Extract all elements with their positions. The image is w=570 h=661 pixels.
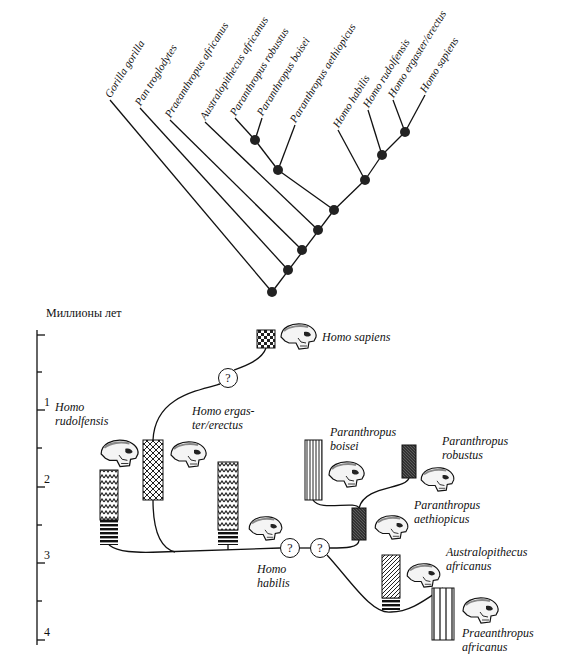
question-circle: ? — [280, 538, 300, 558]
species-label: Australopithecus africanus — [446, 545, 558, 573]
species-label: Homo sapiens — [322, 330, 390, 344]
axis-number: 4 — [44, 625, 50, 639]
axis-number: 2 — [44, 472, 50, 486]
species-label: Paranthropus boisei — [330, 425, 410, 453]
axis-number: 1 — [44, 395, 50, 409]
lineage-connector — [300, 548, 310, 549]
species-label: Praeanthropus africanus — [462, 626, 560, 654]
question-circle: ? — [310, 538, 330, 558]
question-circle: ? — [218, 368, 238, 388]
species-label: Homo rudolfensis — [55, 400, 127, 428]
taxon-label: Praeanthropus africanus — [162, 20, 231, 120]
species-label: Homo habilis — [257, 562, 305, 590]
skull-icons — [101, 324, 498, 623]
range-bars — [100, 330, 454, 640]
axis-number: 3 — [44, 548, 50, 562]
cladogram-lines — [110, 95, 425, 292]
question-mark: ? — [287, 542, 292, 554]
lineage-lines — [109, 348, 443, 612]
axis-title: Миллионы лет — [46, 306, 122, 320]
species-label: Homo ergas- ter/erectus — [192, 404, 266, 432]
species-label: Paranthropus robustus — [442, 434, 537, 462]
clade-dots — [250, 127, 410, 297]
question-mark: ? — [225, 372, 230, 384]
species-label: Paranthropus aethiopicus — [414, 498, 514, 526]
question-mark: ? — [317, 542, 322, 554]
time-axis — [37, 330, 45, 645]
